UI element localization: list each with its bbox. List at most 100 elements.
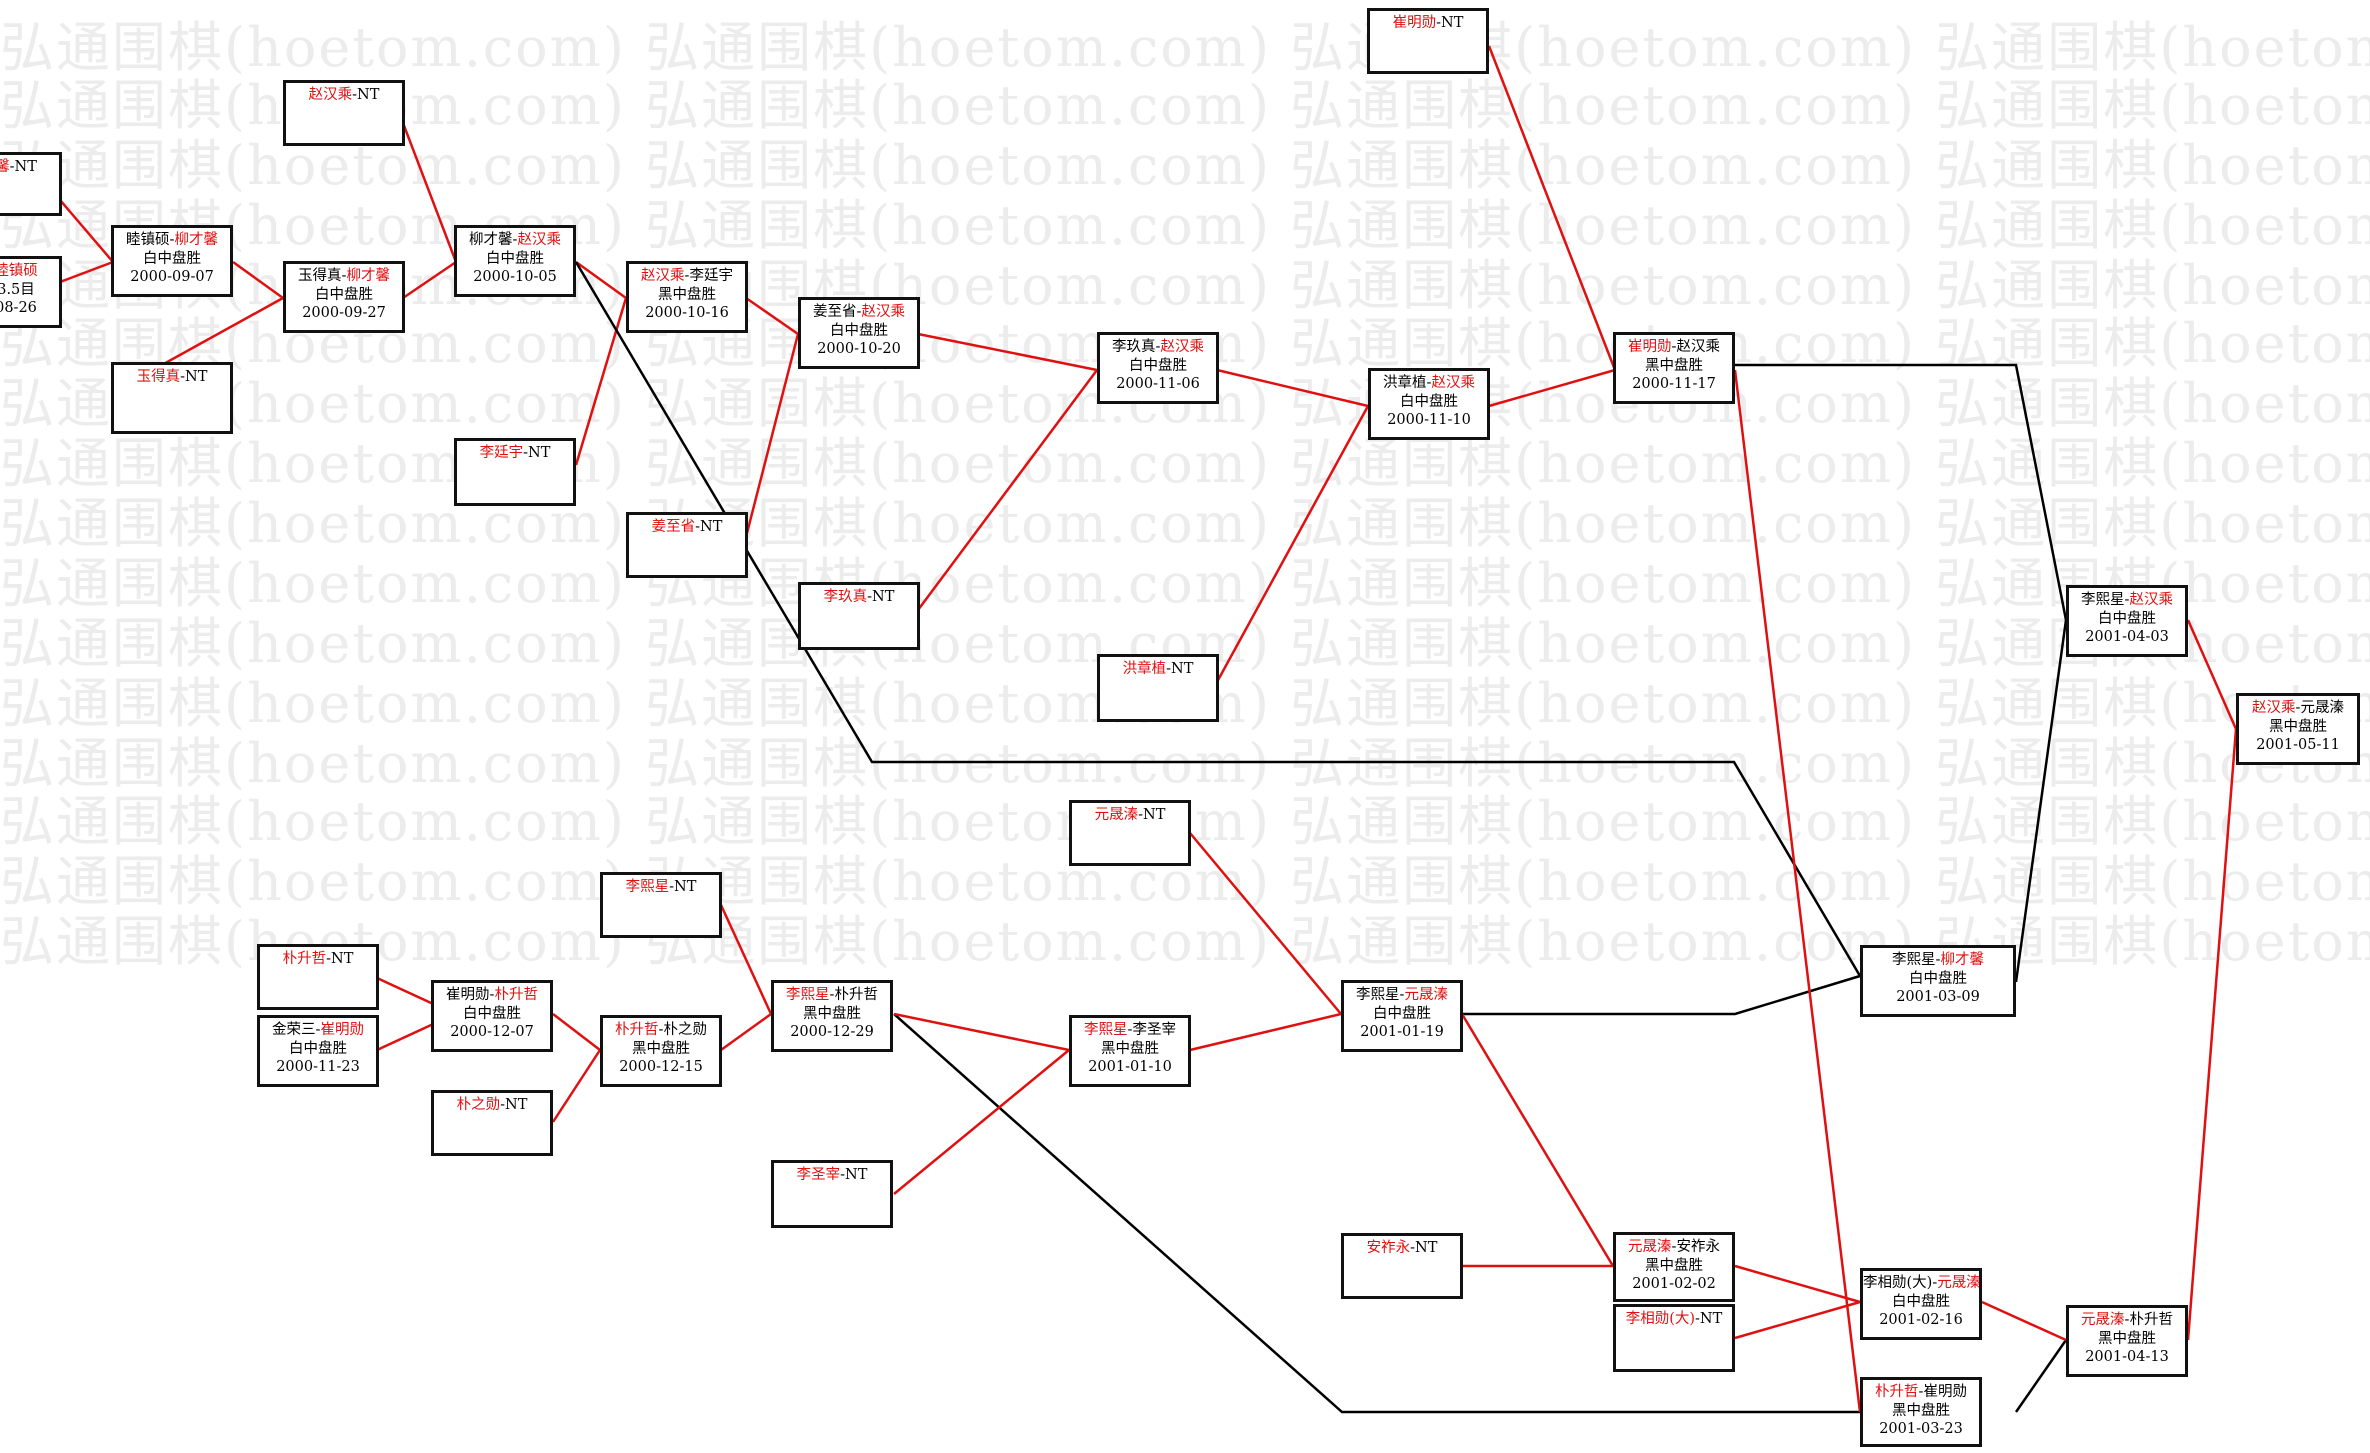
player-name: 朴升哲 bbox=[2129, 1312, 2173, 1328]
connector-line bbox=[720, 1012, 772, 1052]
connector-line bbox=[1734, 1300, 1861, 1340]
match-title: 崔明勋-朴升哲 bbox=[434, 986, 550, 1005]
match-title: 元晟溱-NT bbox=[1072, 806, 1188, 825]
match-date: 2000-12-07 bbox=[450, 1024, 534, 1040]
match-title: 朴升哲-NT bbox=[260, 950, 376, 969]
match-title: 赵汉乘-李廷宇 bbox=[629, 267, 745, 286]
connector-line bbox=[1488, 368, 1616, 408]
player-name: 李熙星 bbox=[786, 987, 830, 1003]
player-name: 元晟溱 bbox=[1094, 807, 1139, 823]
match-box: 朴升哲-NT bbox=[257, 944, 379, 1010]
match-title: 朴升哲-朴之勋 bbox=[603, 1021, 719, 1040]
player-name: 崔明勋 bbox=[1923, 1384, 1967, 1400]
connector-line bbox=[1734, 1264, 1861, 1304]
match-title: 李玖真-赵汉乘 bbox=[1100, 338, 1216, 357]
connector-line bbox=[552, 1013, 601, 1051]
player-name: 李相勋(大) bbox=[1863, 1275, 1933, 1291]
match-title: 李熙星-NT bbox=[603, 878, 719, 897]
separator: - bbox=[512, 232, 518, 248]
nt-suffix: -NT bbox=[1166, 661, 1194, 677]
match-result: 黑中盘胜 bbox=[2269, 718, 2327, 735]
player-name: 崔明勋 bbox=[446, 987, 490, 1003]
separator: - bbox=[1671, 339, 1677, 355]
player-name: 睦镇硕 bbox=[126, 232, 170, 248]
nt-suffix: -NT bbox=[669, 879, 697, 895]
match-title: 李熙星-元晟溱 bbox=[1344, 986, 1460, 1005]
connector-line bbox=[1733, 369, 1862, 1413]
connector-line bbox=[719, 904, 773, 1015]
match-result: 黑中盘胜 bbox=[1645, 357, 1703, 374]
match-date: 2001-04-03 bbox=[2085, 629, 2169, 645]
player-name: 李熙星 bbox=[1892, 952, 1936, 968]
nt-suffix: -NT bbox=[867, 589, 895, 605]
player-name: 睦镇硕 bbox=[0, 263, 38, 279]
match-title: 李熙星-李圣宰 bbox=[1072, 1021, 1188, 1040]
connector-line bbox=[551, 1049, 602, 1123]
match-title: 玉得真-柳才馨 bbox=[286, 267, 402, 286]
player-name: 崔明勋 bbox=[320, 1022, 364, 1038]
match-result: 白中盘胜 bbox=[143, 250, 201, 267]
match-title: 柳才馨-赵汉乘 bbox=[457, 231, 573, 250]
player-name: 朴升哲 bbox=[494, 987, 538, 1003]
match-box: 安祚永-NT bbox=[1341, 1233, 1463, 1299]
connector-line bbox=[2014, 1339, 2068, 1413]
match-result: 白中盘胜 bbox=[1400, 393, 1458, 410]
match-box: 李圣宰-NT bbox=[771, 1160, 893, 1228]
match-date: 08-26 bbox=[0, 300, 37, 316]
connector-line bbox=[1981, 1300, 2067, 1342]
player-name: 柳才馨 bbox=[174, 232, 218, 248]
player-name: 洪章植 bbox=[1383, 375, 1427, 391]
match-date: 2000-12-15 bbox=[619, 1059, 703, 1075]
match-date: 2000-11-06 bbox=[1116, 376, 1200, 392]
match-title: 馨-NT bbox=[0, 158, 59, 177]
player-name: 朴之勋 bbox=[456, 1097, 501, 1113]
connector-line bbox=[402, 260, 457, 300]
match-title: 李熙星-朴升哲 bbox=[774, 986, 890, 1005]
player-name: 朴升哲 bbox=[615, 1022, 659, 1038]
player-name: 元晟溱 bbox=[1937, 1275, 1981, 1291]
match-title: 元晟溱-朴升哲 bbox=[2069, 1311, 2185, 1330]
connector-line bbox=[1460, 1013, 1615, 1267]
connector-line bbox=[1440, 974, 1861, 1016]
match-title: 姜至省-NT bbox=[629, 518, 745, 537]
match-title: 睦镇硕 bbox=[0, 262, 59, 281]
player-name: 柳才馨 bbox=[1940, 952, 1984, 968]
player-name: 玉得真 bbox=[298, 268, 342, 284]
connector-line bbox=[232, 260, 284, 300]
match-title: 李相勋(大)-NT bbox=[1616, 1310, 1732, 1329]
match-date: 2000-10-05 bbox=[473, 269, 557, 285]
nt-suffix: -NT bbox=[1695, 1311, 1723, 1327]
connector-line bbox=[916, 369, 1099, 611]
connector-line bbox=[401, 122, 458, 263]
match-title: 安祚永-NT bbox=[1344, 1239, 1460, 1258]
match-box: 元晟溱-NT bbox=[1069, 800, 1191, 866]
nt-suffix: -NT bbox=[352, 87, 380, 103]
nt-suffix: -NT bbox=[500, 1097, 528, 1113]
match-date: 2000-11-23 bbox=[276, 1059, 360, 1075]
player-name: 朴之勋 bbox=[663, 1022, 707, 1038]
match-result: 白中盘胜 bbox=[2098, 610, 2156, 627]
match-date: 2000-12-29 bbox=[790, 1024, 874, 1040]
player-name: 姜至省 bbox=[813, 304, 857, 320]
separator: - bbox=[1932, 1275, 1938, 1291]
separator: - bbox=[1935, 952, 1941, 968]
player-name: 赵汉乘 bbox=[308, 87, 353, 103]
connector-line bbox=[893, 1049, 1070, 1195]
match-box: 姜至省-NT bbox=[626, 512, 748, 578]
match-result: 3.5目 bbox=[0, 281, 35, 298]
player-name: 李圣宰 bbox=[796, 1167, 841, 1183]
separator: - bbox=[2124, 592, 2130, 608]
nt-suffix: -NT bbox=[1138, 807, 1166, 823]
match-title: 崔明勋-赵汉乘 bbox=[1616, 338, 1732, 357]
match-title: 赵汉乘-NT bbox=[286, 86, 402, 105]
player-name: 元晟溱 bbox=[1628, 1239, 1672, 1255]
